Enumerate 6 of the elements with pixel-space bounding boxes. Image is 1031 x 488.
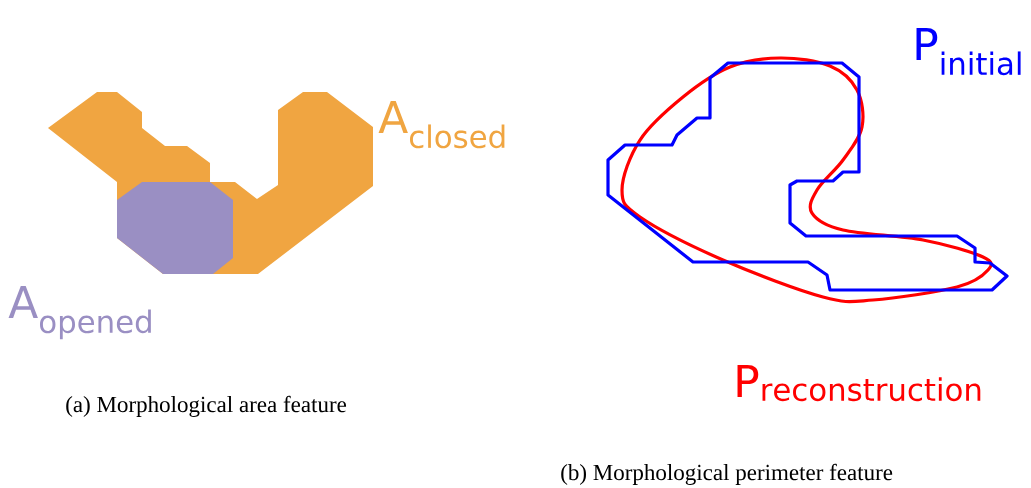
area-label: A$_{opened}$ <box>8 285 151 340</box>
area-label: A$_{closed}$ <box>378 100 505 149</box>
subfigure-caption: (b) Morphological perimeter feature <box>561 463 893 485</box>
subfigure-caption: (a) Morphological area feature <box>66 395 347 417</box>
perimeter-label: P$_{initial}$ <box>916 27 1021 76</box>
perimeter-label: $\mathrm{P}_{\mathrm{reconstruction}}$ <box>737 364 981 402</box>
